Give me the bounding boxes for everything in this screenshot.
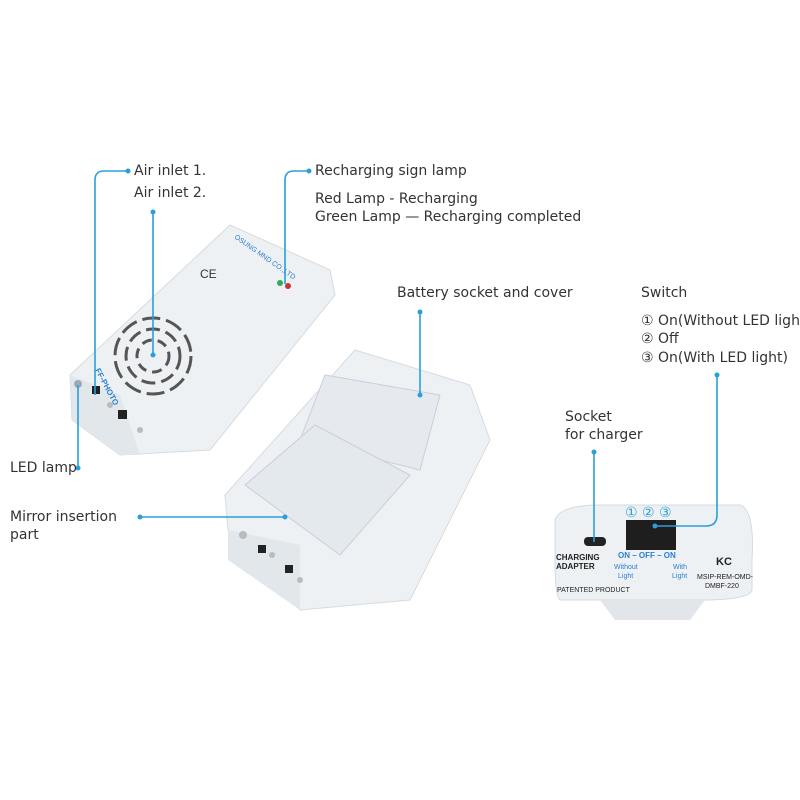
with-light-marking: Light bbox=[672, 573, 687, 580]
device-back bbox=[224, 349, 491, 611]
recharging-lamp-label: Recharging sign lamp bbox=[315, 163, 467, 179]
red-lamp-label: Red Lamp - Recharging bbox=[315, 191, 478, 207]
charging-marking: CHARGING bbox=[556, 553, 600, 562]
switch-icon[interactable] bbox=[626, 520, 676, 550]
mirror-label-line1: Mirror insertion bbox=[10, 509, 117, 525]
switch-number-marking: ① ② ③ bbox=[625, 505, 672, 521]
switch-label: Switch bbox=[641, 285, 688, 301]
cert-marking-2: DMBF-220 bbox=[705, 583, 739, 590]
patented-marking: PATENTED PRODUCT bbox=[557, 587, 631, 594]
switch-option-2: ② Off bbox=[641, 331, 679, 347]
on-off-marking: ON – OFF – ON bbox=[618, 551, 676, 560]
switch-option-3: ③ On(With LED light) bbox=[641, 350, 788, 366]
mirror-label-line2: part bbox=[10, 527, 39, 543]
red-lamp-icon bbox=[285, 283, 291, 289]
with-marking: With bbox=[673, 564, 687, 571]
device-side: ① ② ③ CHARGING ADAPTER ON – OFF – ON Wit… bbox=[554, 504, 754, 620]
socket-label-line2: for charger bbox=[565, 427, 643, 443]
cert-marking-1: MSIP-REM-OMD- bbox=[697, 574, 754, 581]
without-light-marking: Light bbox=[618, 573, 633, 580]
led-lamp-label: LED lamp bbox=[10, 460, 77, 476]
charger-socket-icon bbox=[584, 537, 606, 546]
ce-mark: CE bbox=[200, 267, 217, 281]
adapter-marking: ADAPTER bbox=[556, 562, 595, 571]
green-lamp-label: Green Lamp — Recharging completed bbox=[315, 209, 582, 225]
switch-option-1: ① On(Without LED light) bbox=[641, 313, 800, 329]
without-marking: Without bbox=[614, 564, 638, 571]
callout-dots bbox=[75, 168, 720, 529]
callout-lines bbox=[77, 170, 718, 542]
led-lamp-icon bbox=[74, 380, 82, 388]
air-inlet-1-label: Air inlet 1. bbox=[134, 163, 207, 179]
battery-socket-label: Battery socket and cover bbox=[397, 285, 573, 301]
green-lamp-icon bbox=[277, 280, 283, 286]
socket-label-line1: Socket bbox=[565, 409, 612, 425]
air-inlet-2-label: Air inlet 2. bbox=[134, 185, 207, 201]
kc-mark: KC bbox=[716, 556, 732, 568]
